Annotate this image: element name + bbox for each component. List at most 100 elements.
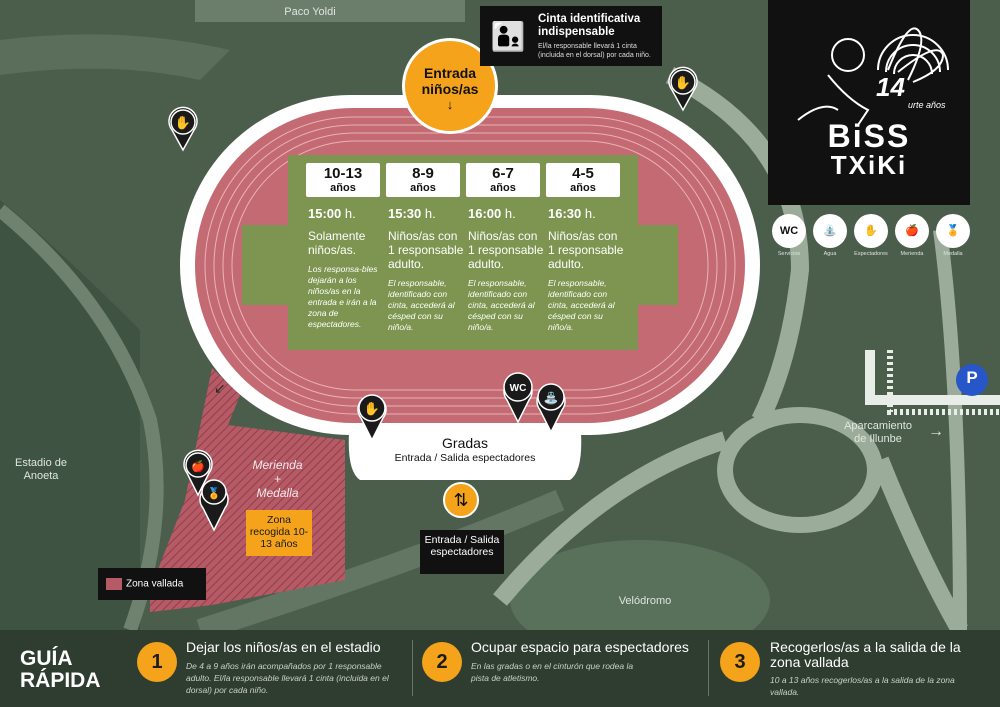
kids-entrance-label: Entrada niños/as <box>421 65 479 97</box>
age-unit: años <box>570 182 596 194</box>
step-3-title: Recogerlos/as a la salida de la zona val… <box>770 639 961 670</box>
group-desc-0: Solamente niños/as. <box>308 229 366 257</box>
wristband-title: Cinta identificativa indispensable <box>538 13 641 38</box>
time-unit: h. <box>504 206 516 221</box>
guide-title-2: RÁPIDA <box>20 669 101 692</box>
logo-sub: urte años <box>908 100 946 110</box>
step-2-number: 2 <box>422 642 462 682</box>
water-icon: ⛲ <box>813 214 847 248</box>
time-unit: h. <box>584 206 596 221</box>
road-south <box>493 431 728 606</box>
step-1-desc: De 4 a 9 años irán acompañados por 1 res… <box>186 661 389 695</box>
wristband-box: 👨‍👦 Cinta identificativa indispensable E… <box>480 6 662 66</box>
fenced-zone-legend: Zona vallada <box>98 568 206 600</box>
svg-text:✋: ✋ <box>175 115 191 130</box>
spectator-entrance-box: Entrada / Salida espectadores <box>420 530 504 574</box>
legend-label: Espectadores <box>854 251 888 257</box>
fenced-swatch <box>106 578 122 590</box>
legend-label: Servicios <box>777 251 801 257</box>
road-right-curve <box>665 66 810 425</box>
medal-icon: 🏅 <box>936 214 970 248</box>
merienda-text: Merienda <box>252 458 303 472</box>
svg-text:✋: ✋ <box>675 75 691 90</box>
time-unit: h. <box>344 206 356 221</box>
marker-snack: 🍎 <box>183 449 213 497</box>
family-icon: 👨‍👦 <box>490 21 526 52</box>
divider-1 <box>412 640 413 696</box>
legend-label: Agua <box>823 251 837 257</box>
kids-entrance-arrow-icon: ↓ <box>446 97 454 112</box>
road-bottom <box>196 489 565 630</box>
time-value: 16:30 <box>548 206 582 221</box>
age-unit: años <box>490 182 516 194</box>
step-2-desc: En las gradas o en el cinturón que rodea… <box>471 661 634 683</box>
step-3-desc: 10 a 13 años recogerlos/as a la salida d… <box>770 675 955 697</box>
wristband-desc: El/la responsable llevará 1 cinta (inclu… <box>538 43 651 59</box>
spectators-icon: ✋ <box>854 214 888 248</box>
road-left <box>0 204 164 630</box>
grandstand <box>348 420 582 480</box>
group-note-1: El responsable, identificado con cinta, … <box>388 278 455 332</box>
parking-arrow-icon: → <box>928 423 944 440</box>
time-value: 15:30 <box>388 206 422 221</box>
spectator-entrance-icon: ⇅ <box>443 482 479 518</box>
marker-spectators-bottom: ✋ <box>357 394 387 442</box>
stadium-area <box>0 200 140 630</box>
start-time-3: 16:30 h. <box>548 206 596 221</box>
marker-wc: WC <box>503 372 533 424</box>
step-2-title: Ocupar espacio para espectadores <box>471 639 689 655</box>
marker-spectators-top-right: ✋ <box>668 66 698 112</box>
start-time-1: 15:30 h. <box>388 206 436 221</box>
kids-entrance-badge: Entrada niños/as ↓ <box>402 38 498 134</box>
fenced-legend-label: Zona vallada <box>126 578 184 590</box>
parking-symbol: P <box>966 368 978 387</box>
svg-text:⛲: ⛲ <box>544 391 559 405</box>
street-label: Paco Yoldi <box>284 6 336 18</box>
guide-title: GUÍA RÁPIDA <box>20 648 101 692</box>
age-range: 4-5 <box>572 165 594 182</box>
parking-lot <box>865 350 1000 415</box>
rabbit-logo-icon <box>797 27 949 126</box>
logo-block: 14 urte años BiSS TXiKi <box>768 0 970 205</box>
marker-water: ⛲ <box>536 383 566 434</box>
merienda-label: Merienda + Medalla <box>240 458 315 500</box>
plus-text: + <box>273 472 281 486</box>
quick-guide-footer: GUÍA RÁPIDA 1 Dejar los niños/as en el e… <box>0 630 1000 707</box>
svg-text:🍎: 🍎 <box>191 459 205 473</box>
wc-icon: WC <box>772 214 806 248</box>
svg-text:WC: WC <box>510 383 527 394</box>
step-3-number: 3 <box>720 642 760 682</box>
divider-2 <box>708 640 709 696</box>
pickup-zone-box: Zona recogida 10-13 años <box>246 510 312 556</box>
legend-label: Medalla <box>943 251 963 257</box>
velodrome-label: Velódromo <box>618 595 672 607</box>
age-range: 8-9 <box>412 165 434 182</box>
group-desc-3: Niños/as con 1 responsable adulto. <box>548 229 624 271</box>
building-top <box>195 0 465 22</box>
logo-line2: TXiKi <box>830 150 908 180</box>
svg-text:✋: ✋ <box>364 401 380 416</box>
age-unit: años <box>330 182 356 194</box>
gradas-subtitle: Entrada / Salida espectadores <box>394 452 536 464</box>
time-unit: h. <box>424 206 436 221</box>
group-note-2: El responsable, identificado con cinta, … <box>468 278 535 332</box>
logo-line1: BiSS <box>827 118 911 154</box>
medalla-text: Medalla <box>256 486 299 500</box>
group-note-0: Los responsa-bles dejarán a los niños/as… <box>308 264 378 329</box>
gradas-title: Gradas <box>442 435 488 451</box>
svg-text:🏅: 🏅 <box>207 487 221 500</box>
start-time-2: 16:00 h. <box>468 206 516 221</box>
snack-icon: 🍎 <box>895 214 929 248</box>
step-1-title: Dejar los niños/as en el estadio <box>186 639 381 655</box>
stadium-label: Estadio de Anoeta <box>15 457 67 482</box>
age-range: 10-13 <box>323 165 363 182</box>
group-desc-1: Niños/as con 1 responsable adulto. <box>388 229 464 271</box>
parking-icon <box>956 364 988 396</box>
group-note-3: El responsable, identificado con cinta, … <box>548 278 615 332</box>
fenced-arrow-icon: ↙ <box>214 380 226 396</box>
guide-title-1: GUÍA <box>20 647 73 670</box>
